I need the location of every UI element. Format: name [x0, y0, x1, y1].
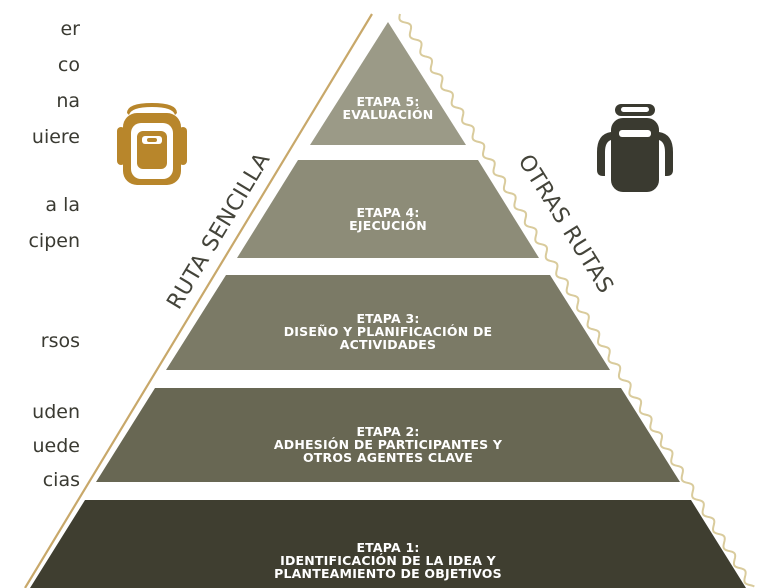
tier-1 — [30, 500, 746, 588]
stage-3-line-2: ACTIVIDADES — [339, 337, 437, 352]
stage-3-label: ETAPA 3: DISEÑO Y PLANIFICACIÓN DE ACTIV… — [228, 312, 548, 351]
text-fragment: uden — [32, 401, 80, 423]
stage-2-title: ETAPA 2: — [356, 424, 420, 439]
stage-2-line-1: ADHESIÓN DE PARTICIPANTES Y — [273, 437, 503, 452]
tier-4 — [237, 160, 539, 258]
stage-1-label: ETAPA 1: IDENTIFICACIÓN DE LA IDEA Y PLA… — [198, 541, 578, 580]
tier-3 — [166, 275, 610, 370]
stage-1-line-2: PLANTEAMIENTO DE OBJETIVOS — [274, 566, 502, 581]
stage-4-line-1: EJECUCIÓN — [349, 218, 427, 233]
tier-2 — [96, 388, 680, 482]
stage-3-line-1: DISEÑO Y PLANIFICACIÓN DE — [283, 324, 493, 339]
text-fragment: co — [57, 54, 80, 76]
text-fragment: uede — [32, 435, 80, 457]
left-paragraph: er co na uiere a la cipen rsos uden uede… — [0, 0, 80, 588]
stage-5-line-1: EVALUACIÓN — [342, 107, 434, 122]
stage-1-line-1: IDENTIFICACIÓN DE LA IDEA Y — [280, 553, 496, 568]
text-fragment: uiere — [31, 126, 80, 148]
stage-3-title: ETAPA 3: — [356, 311, 420, 326]
stage-4-title: ETAPA 4: — [356, 205, 420, 220]
right-route-line — [398, 13, 755, 588]
left-route-line — [24, 13, 373, 588]
backpack-simple-icon — [117, 103, 187, 185]
text-fragment: rsos — [40, 330, 80, 352]
text-fragment: cipen — [28, 230, 80, 252]
text-fragment: er — [60, 18, 80, 40]
text-fragment: a la — [45, 194, 80, 216]
stage-2-line-2: OTROS AGENTES CLAVE — [302, 450, 474, 465]
stage-4-label: ETAPA 4: EJECUCIÓN — [288, 206, 488, 232]
tier-5 — [310, 22, 466, 145]
stage-5-label: ETAPA 5: EVALUACIÓN — [318, 95, 458, 121]
stage-1-title: ETAPA 1: — [356, 540, 420, 555]
stage-5-title: ETAPA 5: — [356, 94, 420, 109]
stage-2-label: ETAPA 2: ADHESIÓN DE PARTICIPANTES Y OTR… — [198, 425, 578, 464]
backpack-traveler-icon — [597, 104, 673, 192]
text-fragment: na — [56, 90, 80, 112]
text-fragment: cias — [42, 469, 80, 491]
